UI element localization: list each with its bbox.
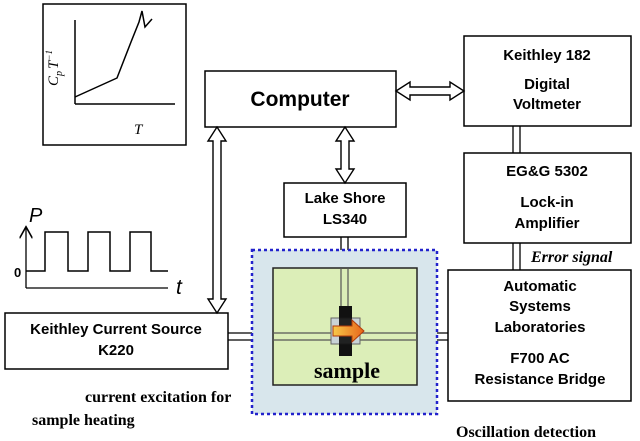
- svg-text:CpT−1: CpT−1: [44, 50, 65, 86]
- keithley182-line2: Digital: [524, 76, 570, 93]
- lockin-line3: Amplifier: [514, 215, 579, 232]
- inset-ylabel-c: C: [46, 75, 62, 86]
- asl-line3: Laboratories: [495, 319, 586, 336]
- inset-x-label: T: [134, 122, 144, 138]
- arrow-computer-current-source: [206, 125, 228, 315]
- heating-pulse-plot: P 0 t: [14, 205, 183, 299]
- heater-arrow-icon: [332, 318, 365, 344]
- inset-curve: [74, 10, 153, 98]
- asl-line4: F700 AC: [510, 350, 570, 367]
- sample-label: sample: [314, 358, 380, 383]
- asl-bridge-box: [447, 269, 632, 402]
- inset-ylabel-sub: p: [54, 71, 65, 77]
- current-source-box: [4, 312, 229, 370]
- oscillation-detection-label: Oscillation detection: [456, 424, 596, 441]
- keithley182-line3: Voltmeter: [513, 96, 581, 113]
- computer-box: [204, 70, 397, 128]
- lockin-title: EG&G 5302: [506, 163, 588, 180]
- inset-ylabel-exp: −1: [44, 50, 54, 61]
- computer-label: Computer: [250, 88, 349, 111]
- inset-frame: [42, 3, 187, 146]
- current-source-title: Keithley Current Source: [30, 321, 202, 338]
- asl-line2: Systems: [509, 298, 571, 315]
- current-source-line2: K220: [98, 342, 134, 359]
- pulse-waveform: [26, 231, 168, 272]
- sample-holder: [330, 306, 365, 356]
- keithley182-title: Keithley 182: [503, 47, 591, 64]
- pulse-x-label: t: [176, 276, 183, 299]
- lockin-box: [463, 152, 632, 244]
- heat-capacity-inset: CpT−1 T: [42, 3, 187, 146]
- lakeshore-line2: LS340: [323, 211, 367, 228]
- inset-y-label: CpT−1: [44, 50, 65, 86]
- pulse-zero-label: 0: [14, 265, 21, 280]
- asl-line5: Resistance Bridge: [475, 371, 606, 388]
- arrow-computer-voltmeter: [394, 80, 466, 102]
- excitation-label-line2: sample heating: [32, 412, 135, 429]
- asl-line1: Automatic: [503, 278, 576, 295]
- excitation-label-line1: current excitation for: [85, 389, 231, 406]
- lockin-line2: Lock-in: [520, 194, 573, 211]
- inset-ylabel-t: T: [46, 59, 62, 69]
- lakeshore-box: [283, 182, 407, 238]
- keithley182-box: [463, 35, 632, 127]
- arrow-computer-lakeshore: [334, 125, 356, 185]
- lakeshore-title: Lake Shore: [305, 190, 386, 207]
- pulse-y-label: P: [29, 205, 43, 227]
- error-signal-label: Error signal: [530, 249, 613, 266]
